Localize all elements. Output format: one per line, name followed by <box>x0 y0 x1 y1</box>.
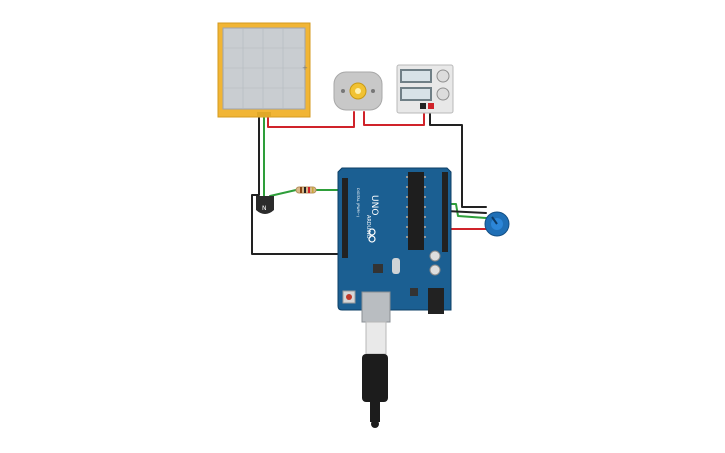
potentiometer[interactable] <box>484 211 510 237</box>
wire-solar-black[interactable] <box>251 117 341 255</box>
digital-header-label: DIGITAL (PWM~) <box>356 188 360 218</box>
arduino-model: UNO <box>369 195 379 215</box>
wire-motor-red[interactable] <box>363 109 425 126</box>
wire-solar-red[interactable] <box>267 111 355 128</box>
usb-cable[interactable] <box>362 321 388 428</box>
transistor-label: N <box>262 205 267 212</box>
wire-transistor-green[interactable] <box>269 189 297 197</box>
transistor[interactable]: N <box>256 196 274 214</box>
wires <box>251 109 487 255</box>
power-supply[interactable] <box>396 64 454 114</box>
wire-supply-black[interactable] <box>429 109 487 208</box>
solar-panel[interactable]: + <box>217 22 311 118</box>
dc-motor[interactable] <box>333 71 383 111</box>
wire-pot-black2[interactable] <box>445 210 487 214</box>
resistor[interactable] <box>295 186 317 194</box>
arduino-brand: ARDUINO <box>365 215 371 239</box>
svg-text:+: + <box>302 64 308 72</box>
arduino-logo <box>368 228 376 243</box>
arduino-uno[interactable]: UNO ARDUINO DIGITAL (PWM~) <box>337 167 452 323</box>
